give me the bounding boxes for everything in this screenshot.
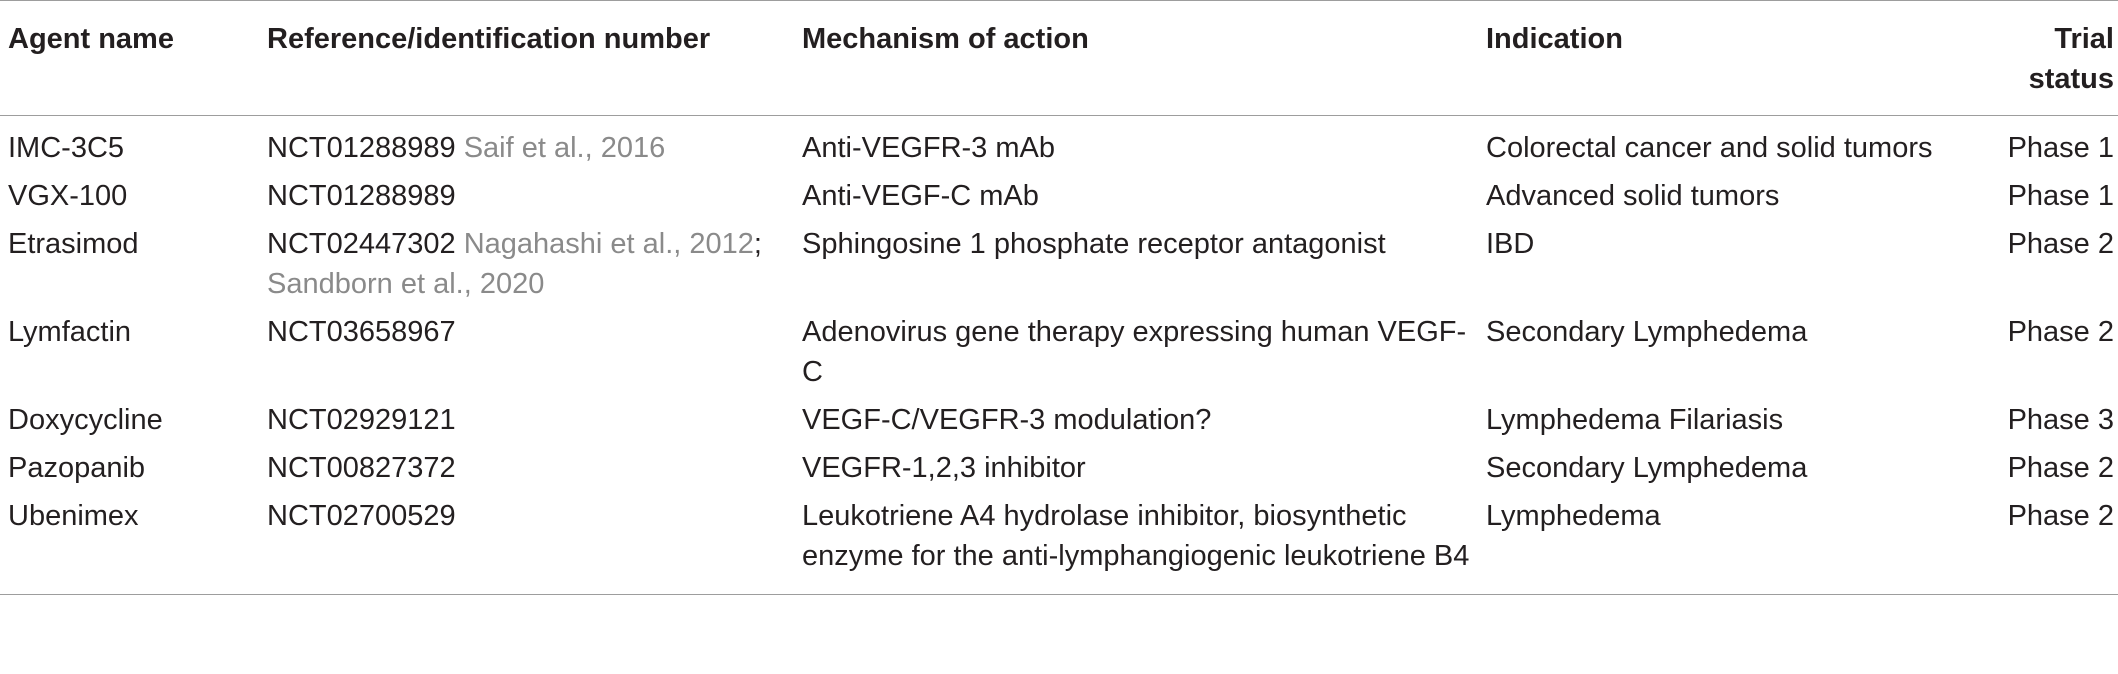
cell-indication: Colorectal cancer and solid tumors (1486, 132, 1933, 164)
cell-reference: NCT01288989 Saif et al., 2016 (259, 116, 794, 177)
trial-id: NCT02929121 (267, 404, 456, 436)
table-header: Agent name Reference/identification numb… (0, 0, 2118, 116)
table-body: IMC-3C5 NCT01288989 Saif et al., 2016 An… (0, 116, 2118, 595)
table-row: Ubenimex NCT02700529 Leukotriene A4 hydr… (0, 496, 2118, 595)
trial-id: NCT01288989 (267, 180, 456, 212)
cell-mechanism: Leukotriene A4 hydrolase inhibitor, bios… (794, 496, 1478, 595)
cell-reference: NCT02700529 (259, 496, 794, 595)
cell-mechanism: VEGFR-1,2,3 inhibitor (802, 452, 1086, 484)
cell-trial-status: Phase 2 (2007, 452, 2114, 484)
table-row: Etrasimod NCT02447302 Nagahashi et al., … (0, 224, 2118, 312)
cell-indication: Lymphedema (1478, 496, 1958, 595)
citation-link[interactable]: Nagahashi et al., 2012 (463, 228, 754, 260)
cell-reference: NCT02447302 Nagahashi et al., 2012; Sand… (259, 224, 794, 312)
header-trial-status: Trial status (1958, 0, 2118, 116)
cell-trial-status: Phase 2 (2007, 228, 2114, 260)
trial-id: NCT03658967 (267, 316, 456, 348)
header-mechanism: Mechanism of action (794, 0, 1478, 116)
cell-agent-name: Ubenimex (0, 496, 259, 595)
cell-reference: NCT01288989 (259, 176, 794, 224)
header-indication: Indication (1478, 0, 1958, 116)
header-row: Agent name Reference/identification numb… (0, 0, 2118, 116)
cell-reference: NCT02929121 (259, 400, 794, 448)
cell-agent-name: IMC-3C5 (8, 132, 125, 164)
header-reference-number: Reference/identification number (259, 0, 794, 116)
table-row: Lymfactin NCT03658967 Adenovirus gene th… (0, 312, 2118, 400)
trial-id: NCT00827372 (267, 452, 456, 484)
cell-indication: Secondary Lymphedema (1486, 316, 1808, 348)
cell-mechanism: Anti-VEGF-C mAb (802, 180, 1039, 212)
cell-indication: Secondary Lymphedema (1486, 452, 1808, 484)
cell-trial-status: Phase 2 (1958, 496, 2118, 595)
table-row: IMC-3C5 NCT01288989 Saif et al., 2016 An… (0, 116, 2118, 177)
cell-agent-name: VGX-100 (8, 180, 128, 212)
cell-trial-status: Phase 3 (2007, 404, 2114, 436)
cell-agent-name: Doxycycline (8, 404, 163, 436)
cell-mechanism: Anti-VEGFR-3 mAb (802, 132, 1055, 164)
cell-trial-status: Phase 1 (2007, 132, 2114, 164)
cell-agent-name: Pazopanib (8, 452, 146, 484)
cell-mechanism: Sphingosine 1 phosphate receptor antagon… (802, 228, 1386, 260)
header-agent-name: Agent name (0, 0, 259, 116)
cell-indication: Advanced solid tumors (1486, 180, 1780, 212)
cell-indication: IBD (1486, 228, 1535, 260)
table-row: VGX-100 NCT01288989 Anti-VEGF-C mAb Adva… (0, 176, 2118, 224)
clinical-trials-table: Agent name Reference/identification numb… (0, 0, 2118, 595)
cell-mechanism: Adenovirus gene therapy expressing human… (802, 316, 1467, 388)
cell-trial-status: Phase 1 (2007, 180, 2114, 212)
trial-id: NCT01288989 (267, 132, 456, 164)
cell-reference: NCT00827372 (259, 448, 794, 496)
table-row: Doxycycline NCT02929121 VEGF-C/VEGFR-3 m… (0, 400, 2118, 448)
citation-link[interactable]: Saif et al., 2016 (463, 132, 666, 164)
cell-agent-name: Etrasimod (8, 228, 139, 260)
citation-separator: ; (753, 228, 762, 260)
cell-reference: NCT03658967 (259, 312, 794, 400)
citation-link[interactable]: Sandborn et al., 2020 (267, 268, 545, 300)
cell-trial-status: Phase 2 (2007, 316, 2114, 348)
cell-mechanism: VEGF-C/VEGFR-3 modulation? (802, 404, 1212, 436)
trial-id: NCT02447302 (267, 228, 456, 260)
cell-agent-name: Lymfactin (8, 316, 132, 348)
table-row: Pazopanib NCT00827372 VEGFR-1,2,3 inhibi… (0, 448, 2118, 496)
cell-indication: Lymphedema Filariasis (1486, 404, 1784, 436)
trial-id: NCT02700529 (267, 500, 456, 532)
